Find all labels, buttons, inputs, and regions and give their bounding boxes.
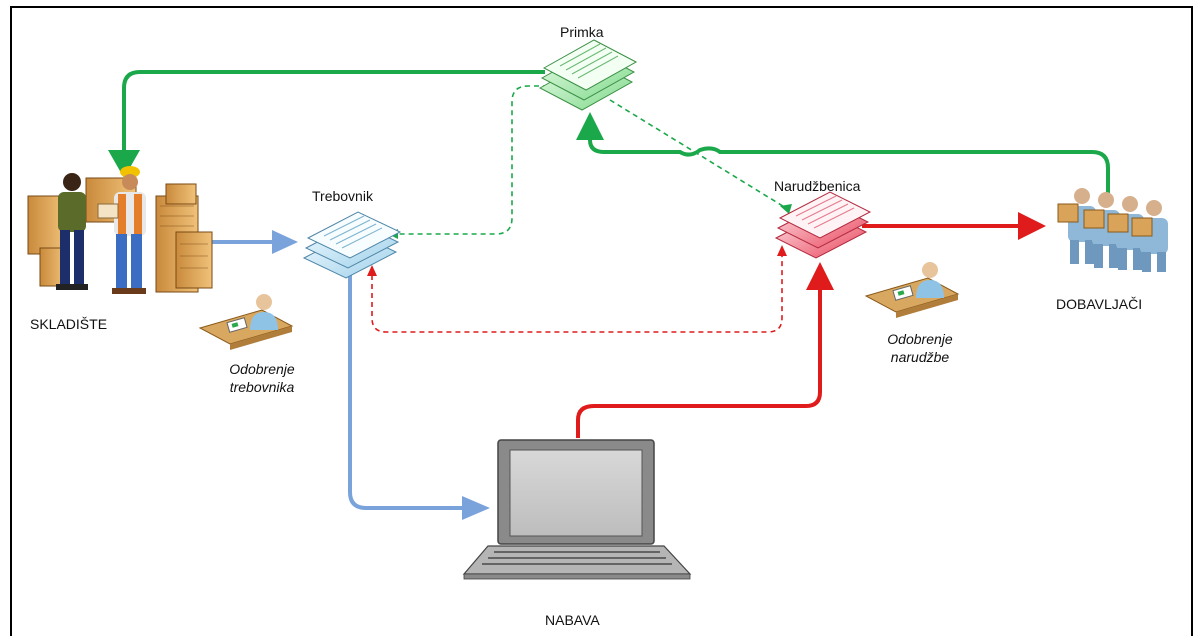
skladiste-workers-illustration: [27, 166, 213, 294]
blue-flow-skladiste-to-trebovnik: [212, 230, 298, 254]
nabava-laptop-icon: [462, 439, 692, 580]
odobrenje-narudzbe-label: Odobrenje narudžbe: [880, 330, 960, 366]
trebovnik-approval-desk-icon: [198, 294, 294, 350]
blue-flow-trebovnik-to-nabava: [348, 270, 490, 520]
narudzbenica-document-icon: [774, 191, 872, 259]
narudzbenica-label: Narudžbenica: [774, 178, 861, 194]
trebovnik-document-icon: [302, 211, 402, 279]
nabava-label: NABAVA: [545, 612, 600, 628]
red-flow-narudzbenica-to-dobavljaci: [862, 212, 1046, 240]
red-flow-nabava-to-narudzbenica: [576, 262, 834, 438]
odobrenje-narudzbe-line1: Odobrenje: [887, 331, 953, 347]
supplier-figure: [1131, 200, 1168, 272]
diagram-frame: [10, 6, 1193, 636]
odobrenje-trebovnika-line1: Odobrenje: [229, 361, 295, 377]
green-dashed-primka-to-trebovnik: [388, 85, 548, 239]
red-dashed-trebovnik-narudzbenica: [367, 245, 787, 333]
dobavljaci-label: DOBAVLJAČI: [1056, 296, 1143, 312]
trebovnik-label: Trebovnik: [312, 188, 373, 204]
skladiste-label: SKLADIŠTE: [30, 316, 108, 332]
green-dashed-primka-to-narudzbenica: [609, 99, 792, 214]
narudzba-approval-desk-icon: [864, 262, 960, 318]
primka-document-icon: [538, 39, 638, 111]
odobrenje-trebovnika-label: Odobrenje trebovnika: [222, 360, 302, 396]
dobavljaci-people-illustration: [1057, 188, 1168, 272]
odobrenje-narudzbe-line2: narudžbe: [890, 349, 950, 365]
odobrenje-trebovnika-line2: trebovnika: [229, 379, 295, 395]
supplier-figure: [1083, 192, 1120, 268]
green-flow-primka-to-skladiste: [108, 70, 545, 178]
green-flow-dobavljaci-to-primka: [576, 112, 1110, 195]
primka-label: Primka: [560, 24, 604, 40]
